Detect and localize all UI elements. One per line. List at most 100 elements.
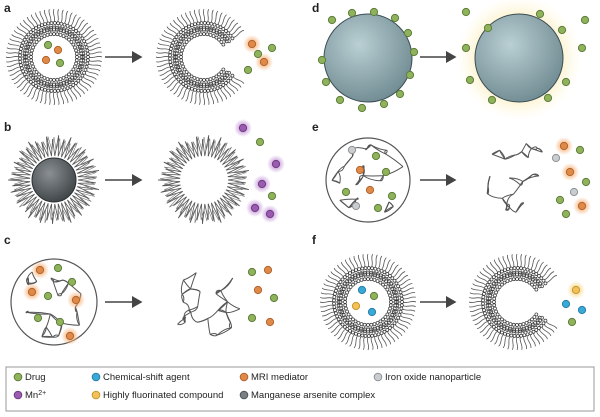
lipid-head bbox=[78, 33, 83, 38]
peg-chain bbox=[327, 275, 340, 283]
peg-chain bbox=[377, 335, 383, 348]
peg-chain bbox=[402, 296, 416, 300]
lipid-head bbox=[205, 32, 210, 37]
lipid-head bbox=[71, 42, 76, 47]
peg-chain bbox=[88, 51, 102, 55]
polymer-strand bbox=[41, 327, 47, 338]
mn-ion-particle bbox=[250, 203, 260, 213]
lipid-tail bbox=[173, 48, 180, 51]
drug-particle bbox=[561, 77, 571, 87]
lipid-head bbox=[219, 70, 224, 74]
lipid-tail bbox=[375, 271, 379, 279]
lipid-tail bbox=[193, 26, 197, 34]
polymer-spikes bbox=[9, 136, 97, 224]
peg-chain bbox=[228, 81, 239, 92]
lipid-head bbox=[370, 333, 374, 338]
lipid-tail bbox=[392, 308, 399, 311]
peg-chain bbox=[526, 255, 532, 269]
lipid-head bbox=[193, 87, 197, 92]
peg-chain bbox=[398, 318, 411, 325]
peg-chain bbox=[173, 83, 182, 95]
lipid-head bbox=[485, 282, 490, 287]
lipid-head bbox=[348, 285, 353, 289]
polymer-strand bbox=[207, 318, 211, 335]
peg-chain bbox=[479, 323, 491, 333]
lipid-tail bbox=[336, 295, 344, 298]
lipid-tail bbox=[537, 282, 544, 288]
mri-mediator-particle bbox=[71, 295, 81, 305]
lipid-head bbox=[382, 329, 387, 334]
lipid-head bbox=[356, 279, 361, 283]
lipid-head bbox=[206, 88, 210, 93]
peg-chain bbox=[13, 30, 26, 38]
peg-chain bbox=[530, 257, 536, 270]
polymer-strand bbox=[25, 311, 28, 314]
lipid-tail bbox=[496, 276, 502, 283]
lipid-head bbox=[345, 309, 349, 314]
lipid-tail bbox=[385, 278, 391, 285]
polymer-strand bbox=[337, 165, 345, 172]
drug-particle bbox=[461, 7, 471, 17]
panel-a-liposome-open bbox=[155, 8, 245, 106]
lipid-head bbox=[58, 77, 63, 81]
polymer-strand bbox=[215, 277, 234, 295]
polymer-strand bbox=[177, 321, 186, 326]
lipid-head bbox=[168, 50, 173, 54]
peg-chain bbox=[515, 253, 519, 268]
peg-chain bbox=[389, 328, 399, 340]
lipid-head bbox=[187, 85, 191, 90]
peg-chain bbox=[402, 300, 417, 304]
lipid-head bbox=[502, 319, 507, 324]
peg-chain bbox=[220, 87, 228, 100]
drug-particle bbox=[561, 209, 571, 219]
peg-chain bbox=[78, 22, 89, 33]
lipid-tail bbox=[357, 271, 361, 279]
lipid-head bbox=[84, 45, 89, 50]
peg-chain bbox=[387, 261, 395, 274]
lipid-head bbox=[354, 268, 358, 273]
lipid-head bbox=[73, 64, 77, 69]
peg-chain bbox=[6, 51, 20, 54]
peg-chain bbox=[156, 63, 170, 67]
lipid-tail bbox=[46, 81, 49, 89]
polymer-strand bbox=[225, 301, 228, 313]
lipid-tail bbox=[494, 278, 500, 285]
lipid-tail bbox=[188, 28, 193, 36]
lipid-head bbox=[511, 277, 516, 282]
lipid-tail bbox=[65, 28, 70, 36]
peg-chain bbox=[86, 70, 99, 76]
lipid-tail bbox=[528, 273, 533, 281]
lipid-head bbox=[18, 56, 22, 61]
lipid-head bbox=[366, 266, 371, 270]
lipid-tail bbox=[528, 323, 533, 331]
lipid-head bbox=[24, 75, 29, 79]
lipid-head bbox=[357, 267, 361, 272]
polymer-strand bbox=[45, 326, 53, 338]
lipid-head bbox=[346, 287, 351, 292]
lipid-head bbox=[503, 331, 507, 336]
lipid-head bbox=[397, 312, 402, 317]
lipid-head bbox=[537, 326, 541, 330]
lipid-head bbox=[59, 88, 64, 93]
drug-particle bbox=[347, 8, 357, 18]
drug-particle bbox=[403, 28, 413, 38]
lipid-head bbox=[366, 334, 371, 338]
lipid-tail bbox=[59, 81, 62, 89]
polymer-strand bbox=[217, 327, 232, 336]
lipid-head bbox=[372, 322, 377, 326]
lipid-head bbox=[48, 32, 53, 37]
lipid-tail bbox=[175, 67, 182, 72]
lipid-head bbox=[335, 314, 340, 319]
lipid-head bbox=[524, 279, 529, 283]
lipid-head bbox=[348, 315, 353, 319]
lipid-head bbox=[179, 55, 183, 59]
lipid-tail bbox=[488, 312, 495, 317]
lipid-tail bbox=[207, 25, 209, 33]
polymer-strand bbox=[531, 148, 538, 150]
lipid-head bbox=[174, 75, 179, 79]
lipid-head bbox=[195, 77, 200, 81]
polymer-strand bbox=[183, 301, 190, 311]
lipid-head bbox=[224, 81, 228, 85]
lipid-head bbox=[494, 327, 499, 331]
lipid-head bbox=[373, 266, 378, 271]
